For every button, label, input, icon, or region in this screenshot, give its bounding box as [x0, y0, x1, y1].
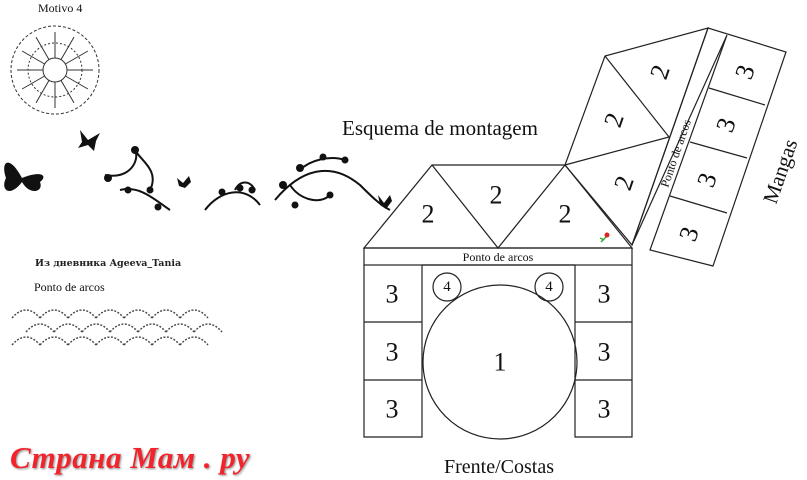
stitch-title: Ponto de arcos [34, 280, 105, 294]
motif-spoke [21, 50, 45, 65]
body-panel: 1 4 4 3 3 3 3 3 3 [363, 264, 633, 440]
motif-title: Motivo 4 [38, 1, 82, 15]
motif-3-label: 3 [598, 395, 611, 424]
motif-2-label: 2 [490, 181, 503, 210]
rose-icon [599, 232, 610, 243]
motif-3-label: 3 [598, 338, 611, 367]
motif-1-label: 1 [494, 348, 507, 377]
chain-arc [81, 323, 111, 333]
chain-arc [25, 323, 55, 333]
chain-arc [137, 323, 167, 333]
motif-3-label: 3 [691, 169, 723, 191]
motif-spoke [35, 80, 50, 104]
motif-3-label: 3 [386, 338, 399, 367]
motif-4-chart [10, 25, 100, 115]
motif-3-label: 3 [386, 280, 399, 309]
sleeve-label: Mangas [758, 136, 802, 207]
chain-arc [151, 336, 181, 346]
chain-arc [95, 336, 125, 346]
motif-3-label: 3 [710, 114, 742, 136]
body-label: Frente/Costas [444, 456, 554, 478]
chain-arc [11, 336, 41, 346]
vine-berries [104, 146, 349, 211]
motif-spoke [60, 36, 75, 60]
chain-arc [179, 336, 209, 346]
motif-2-label: 2 [644, 61, 676, 83]
chain-arc [123, 309, 153, 319]
sleeve-panel: 2 2 2 3 3 3 3 Ponto de arcos [563, 27, 787, 267]
body-band-label: Ponto de arcos [463, 250, 534, 264]
chain-arc [109, 323, 139, 333]
motif-spoke [60, 80, 75, 104]
chain-arc [95, 309, 125, 319]
butterfly-icon [4, 162, 44, 192]
chain-arc [39, 336, 69, 346]
motif-2-label: 2 [608, 172, 640, 194]
chain-arc [39, 309, 69, 319]
body-yoke: 2 2 2 [362, 164, 634, 249]
chain-arc [123, 336, 153, 346]
credit-text: Из дневника Ageeva_Tania [35, 258, 181, 269]
motif-spoke [65, 75, 89, 90]
motif-4-label: 4 [443, 279, 451, 295]
motif-3-label: 3 [673, 223, 705, 245]
chain-arc [193, 323, 223, 333]
motif-spoke [65, 50, 89, 65]
ponto-de-arcos-chart [11, 309, 223, 346]
watermark-logo: Страна Мам . ру [10, 440, 251, 475]
motif-3-label: 3 [386, 395, 399, 424]
chain-arc [151, 309, 181, 319]
chain-arc [165, 323, 195, 333]
chain-arc [11, 309, 41, 319]
assembly-title: Esquema de montagem [342, 116, 538, 140]
motif-3-label: 3 [598, 280, 611, 309]
motif-2-label: 2 [559, 200, 572, 229]
motif-2-label: 2 [598, 109, 630, 131]
chain-arc [67, 309, 97, 319]
motif-spoke [21, 75, 45, 90]
butterfly-icon [177, 176, 191, 188]
motif-spoke [35, 36, 50, 60]
butterfly-icon [78, 130, 100, 151]
motif-3-label: 3 [729, 61, 761, 83]
chain-arc [53, 323, 83, 333]
chain-arc [179, 309, 209, 319]
motif-2-label: 2 [422, 200, 435, 229]
motif-4-label: 4 [545, 279, 553, 295]
chain-arc [67, 336, 97, 346]
